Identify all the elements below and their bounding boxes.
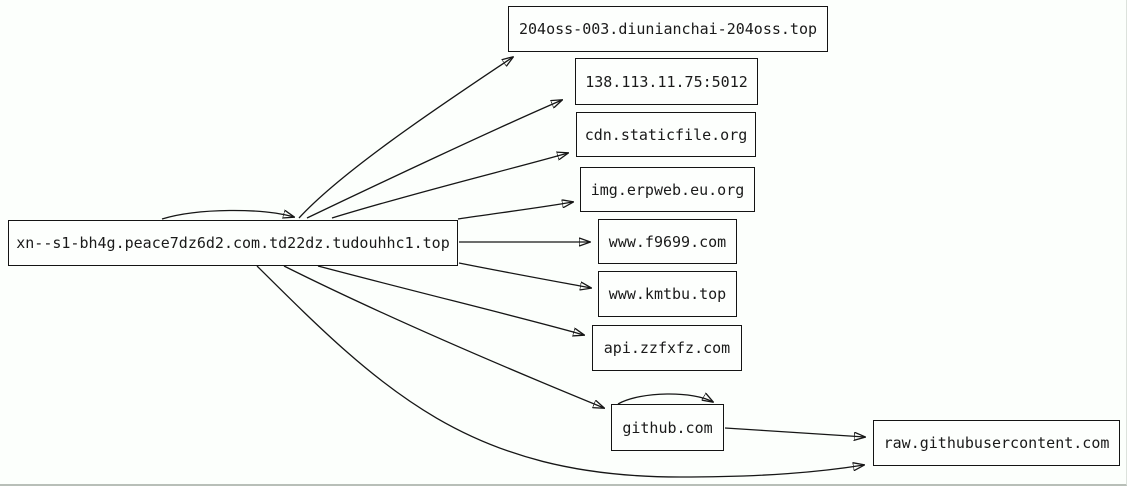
edge-github-to-raw [724, 427, 865, 437]
node-www-f9699: www.f9699.com [598, 219, 737, 264]
node-raw-githubusercontent: raw.githubusercontent.com [873, 420, 1120, 466]
edge-main-to-kmtbu [458, 262, 591, 288]
node-img-erpweb: img.erpweb.eu.org [580, 167, 755, 212]
edge-main-to-img [457, 202, 573, 220]
edge-github-self-loop [617, 394, 713, 405]
node-204oss-domain: 204oss-003.diunianchai-204oss.top [508, 6, 828, 52]
edge-main-to-204oss [298, 57, 513, 219]
node-www-kmtbu: www.kmtbu.top [598, 271, 737, 317]
node-main-domain: xn--s1-bh4g.peace7dz6d2.com.td22dz.tudou… [8, 220, 458, 266]
edge-main-to-raw [256, 265, 864, 478]
node-api-zzfxfz: api.zzfxfz.com [592, 325, 742, 371]
node-ip-address: 138.113.11.75:5012 [575, 58, 758, 105]
edge-main-to-cdn [331, 153, 568, 219]
node-cdn-staticfile: cdn.staticfile.org [576, 112, 756, 157]
edge-main-self-loop [161, 210, 294, 220]
edge-main-to-github [283, 265, 604, 408]
edge-main-to-api [317, 265, 584, 335]
edge-main-to-ip [306, 100, 562, 219]
node-github: github.com [611, 404, 724, 451]
